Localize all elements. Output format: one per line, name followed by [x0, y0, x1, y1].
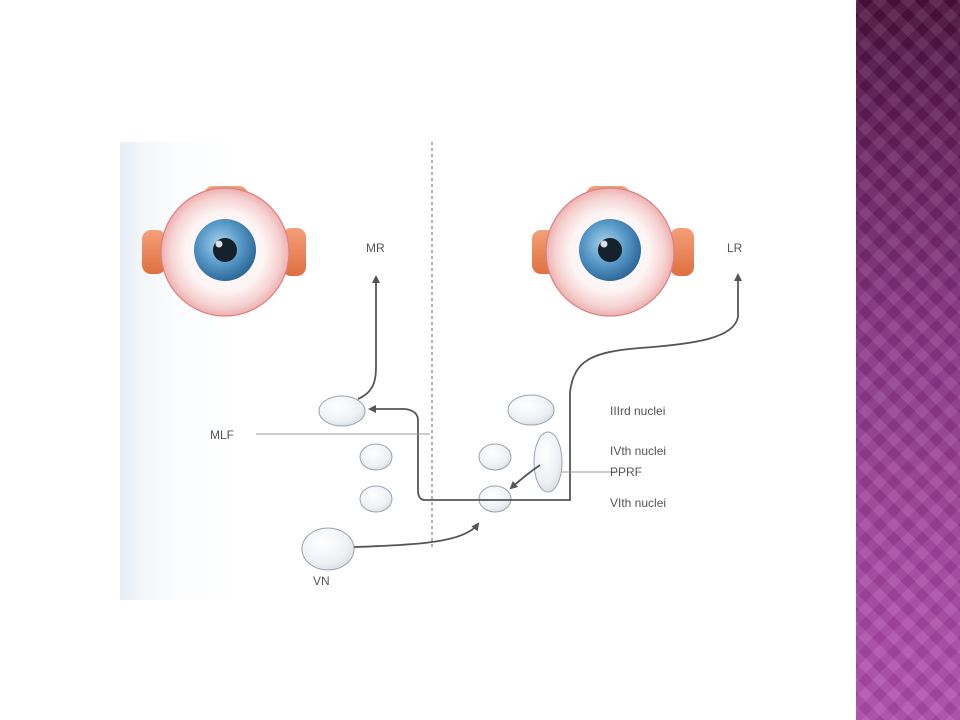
decorative-side-band	[856, 0, 960, 720]
eye-movement-diagram: MR LR MLF IIIrd nuclei IVth nuclei PPRF …	[120, 142, 758, 600]
left-eye-highlight	[215, 240, 223, 248]
label-pprf: PPRF	[610, 465, 642, 479]
pathway-mlf	[368, 405, 571, 501]
label-vith-nuclei: VIth nuclei	[610, 496, 666, 510]
pathway-vn-to-vith	[353, 522, 480, 548]
label-lr: LR	[727, 241, 743, 255]
right-eye	[532, 186, 694, 317]
vn-nucleus	[301, 527, 355, 571]
pathways	[353, 273, 742, 548]
right-iiird-nucleus	[507, 394, 555, 426]
left-iiird-nucleus	[318, 395, 366, 427]
right-ivth-nucleus	[478, 443, 512, 471]
pprf-nucleus	[533, 431, 563, 493]
label-vn: VN	[313, 574, 330, 588]
leader-lines	[256, 433, 618, 473]
nuclei	[301, 394, 563, 571]
labels: MR LR MLF IIIrd nuclei IVth nuclei PPRF …	[210, 241, 743, 588]
pathway-pprf-to-vith	[509, 464, 541, 490]
left-eye	[142, 186, 306, 317]
right-eye-highlight	[600, 240, 608, 248]
left-vith-nucleus	[359, 485, 393, 513]
label-ivth-nuclei: IVth nuclei	[610, 444, 666, 458]
left-eye-lateral-muscle	[142, 230, 166, 274]
right-eye-lateral-muscle	[670, 228, 694, 276]
pathway-pprf-to-lr	[569, 273, 742, 487]
label-mlf: MLF	[210, 428, 234, 442]
diagram-canvas: MR LR MLF IIIrd nuclei IVth nuclei PPRF …	[142, 142, 743, 588]
pathway-left-iiird-to-mr	[357, 275, 380, 400]
label-iiird-nuclei: IIIrd nuclei	[610, 404, 665, 418]
right-vith-nucleus	[478, 485, 512, 513]
label-mr: MR	[366, 241, 385, 255]
left-ivth-nucleus	[359, 443, 393, 471]
